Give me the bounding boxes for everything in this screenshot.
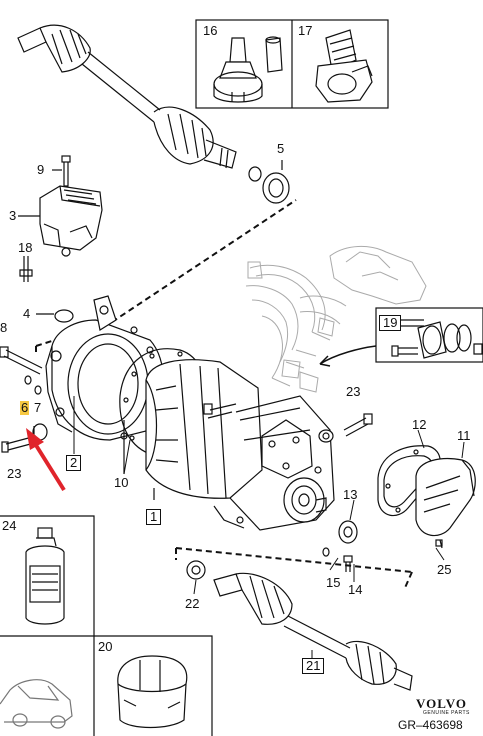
cable-harness <box>245 246 427 393</box>
callout-10: 10 <box>114 475 129 490</box>
plug-14 <box>343 555 353 572</box>
inset-box-24 <box>0 515 95 637</box>
callout-16: 16 <box>203 23 218 38</box>
callout-12: 12 <box>412 417 427 432</box>
callout-20: 20 <box>98 639 113 654</box>
o-ring-4 <box>54 309 74 323</box>
connector-17 <box>315 29 373 103</box>
callout-6: 6 <box>20 400 30 415</box>
housing-2 <box>45 295 164 441</box>
callout-15: 15 <box>326 575 341 590</box>
callout-14: 14 <box>348 582 363 597</box>
fluid-bottle-24 <box>25 527 65 625</box>
stud-18 <box>19 256 33 282</box>
screw-6 <box>24 375 32 385</box>
callout-3: 3 <box>9 208 17 223</box>
callout-18: 18 <box>18 240 33 255</box>
callout-9: 9 <box>37 162 45 177</box>
callout-17: 17 <box>298 23 313 38</box>
o-ring-15 <box>322 547 330 557</box>
car-silhouette <box>0 679 73 729</box>
callout-23-right: 23 <box>346 384 361 399</box>
callout-23-left: 23 <box>7 466 22 481</box>
inset-box-20 <box>93 635 213 736</box>
callout-13: 13 <box>343 487 358 502</box>
seal-22 <box>186 560 206 580</box>
genuine-parts-label: GENUINE PARTS <box>423 710 470 716</box>
callout-21: 21 <box>302 658 325 674</box>
seal-5 <box>248 160 290 204</box>
driveshaft-upper <box>17 24 237 169</box>
callout-5: 5 <box>277 141 285 156</box>
plug-23-right <box>318 413 373 443</box>
drive-unit-1 <box>145 359 335 531</box>
driveshaft-21 <box>213 572 413 691</box>
callout-19: 19 <box>379 315 402 331</box>
inset-box-19 <box>375 307 483 363</box>
band-20 <box>117 655 188 729</box>
callout-22: 22 <box>185 596 200 611</box>
fittings-19 <box>391 317 483 359</box>
seal-13 <box>338 520 358 544</box>
plug-23-left <box>1 423 48 453</box>
callout-25: 25 <box>437 562 452 577</box>
callout-2: 2 <box>66 455 82 471</box>
volvo-logo: VOLVO <box>416 696 467 711</box>
callout-24: 24 <box>2 518 17 533</box>
callout-11: 11 <box>457 428 471 443</box>
diagram-code: GR–463698 <box>398 718 463 732</box>
bolt-9 <box>52 155 71 187</box>
washer-7 <box>34 385 42 395</box>
red-arrow <box>26 428 66 492</box>
bolt-8 <box>0 346 43 375</box>
clip-16 <box>213 36 283 103</box>
callout-4: 4 <box>23 306 31 321</box>
module-3 <box>18 185 103 257</box>
callout-1: 1 <box>146 509 162 525</box>
callout-8: 8 <box>0 320 8 335</box>
cover-11 <box>415 457 476 549</box>
callout-7: 7 <box>34 400 42 415</box>
